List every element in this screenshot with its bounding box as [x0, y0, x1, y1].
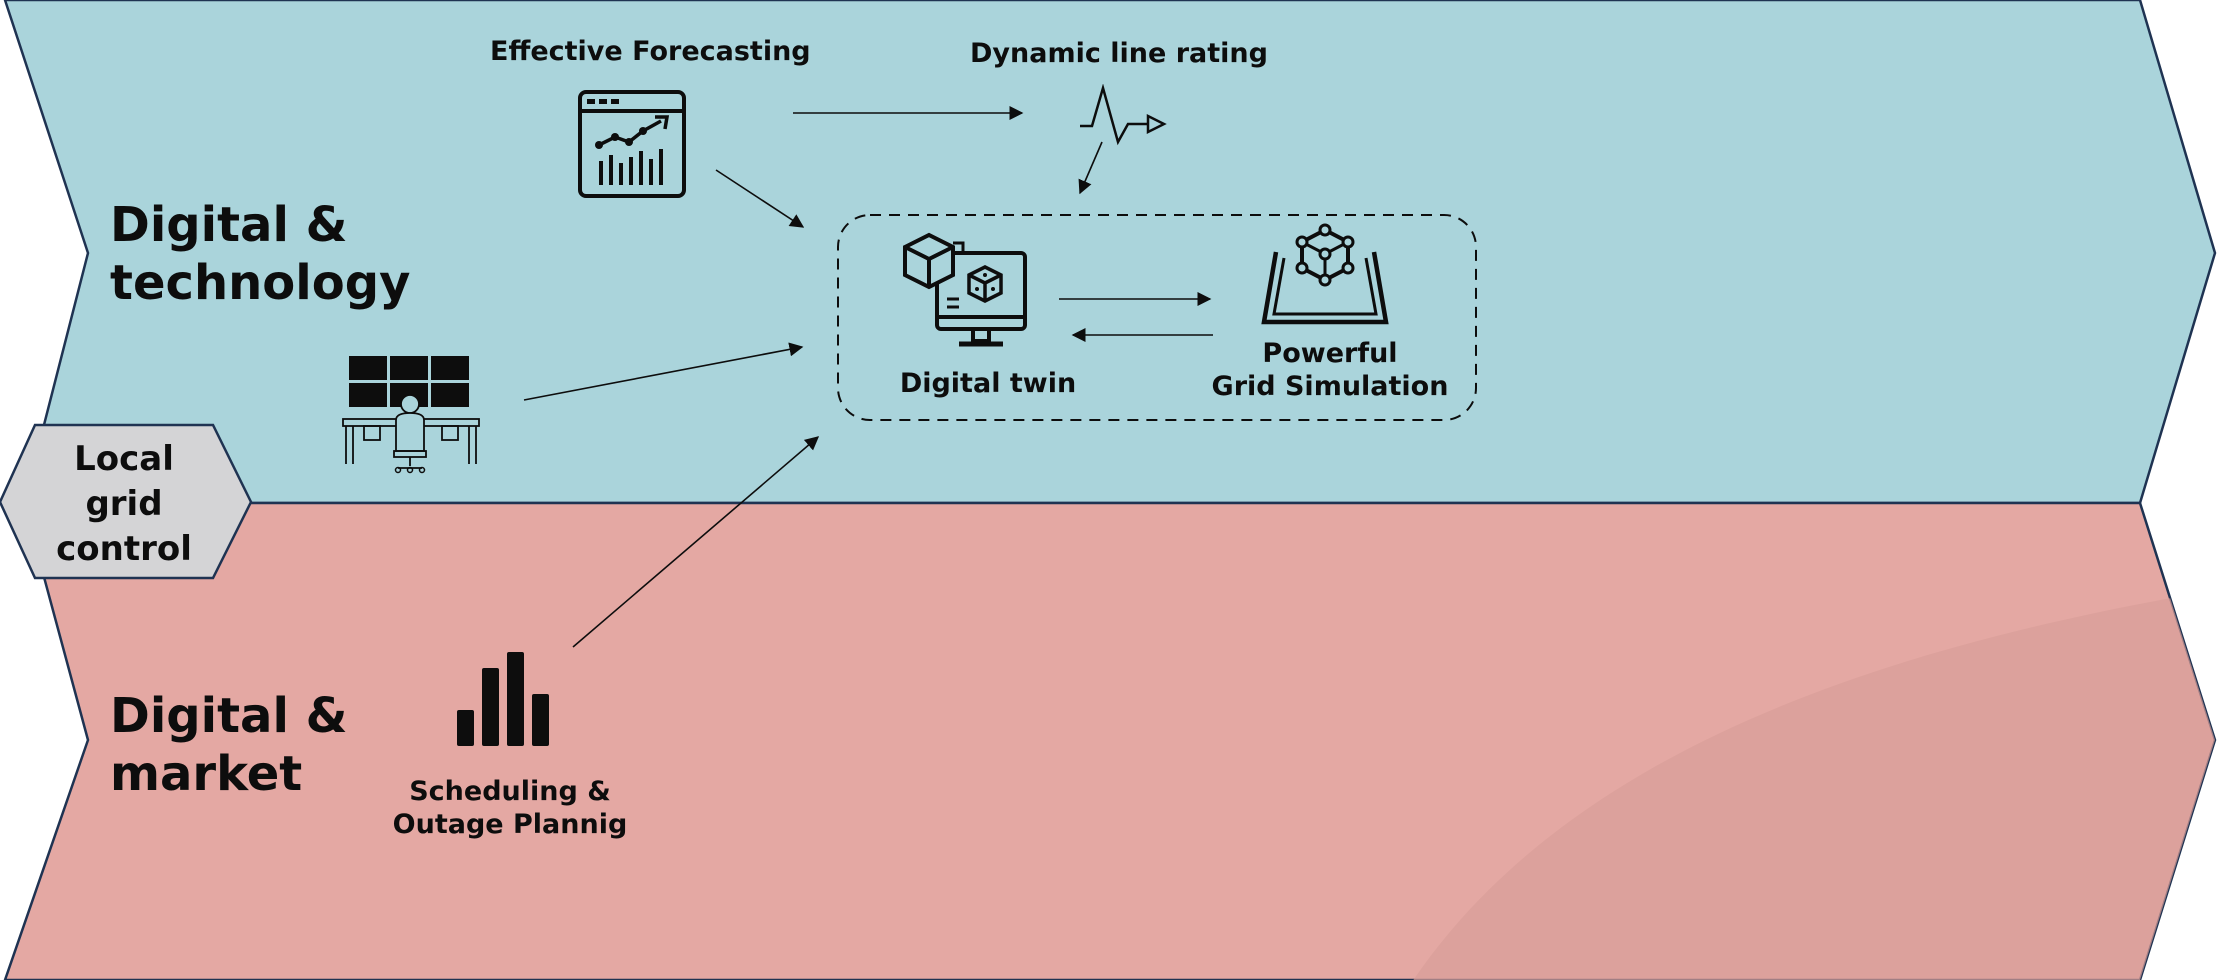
grid-simulation-label-line1: Powerful	[1262, 338, 1398, 369]
scheduling-label-line1: Scheduling &	[409, 776, 611, 807]
bar-chart-icon	[457, 652, 549, 746]
arrow-forecast-to-twin	[715, 169, 805, 228]
arrow-dlr-to-twin	[1078, 141, 1103, 195]
scheduling-label-line2: Outage Plannig	[392, 809, 628, 840]
dynamic-line-rating-label: Dynamic line rating	[970, 38, 1268, 69]
chart-window-icon	[578, 90, 686, 198]
3d-platform-icon	[1261, 223, 1389, 325]
market-band-shade	[1410, 590, 2215, 980]
technology-band-title: Digital & technology	[110, 197, 411, 311]
digital-twin-group-box	[837, 214, 1477, 421]
operator-workstation-icon	[342, 356, 480, 474]
grid-simulation-label-line2: Grid Simulation	[1211, 371, 1449, 402]
digital-twin-label: Digital twin	[899, 368, 1077, 399]
cube-monitor-icon	[903, 232, 1027, 347]
market-band-title: Digital & market	[110, 688, 348, 802]
arrow-scheduling-to-twin	[572, 436, 820, 648]
pulse-signal-icon	[1080, 84, 1167, 146]
arrow-control-to-twin	[523, 342, 804, 401]
effective-forecasting-label: Effective Forecasting	[490, 36, 811, 67]
local-grid-control-badge	[0, 423, 253, 580]
local-grid-control-label: Local grid control	[56, 439, 192, 569]
